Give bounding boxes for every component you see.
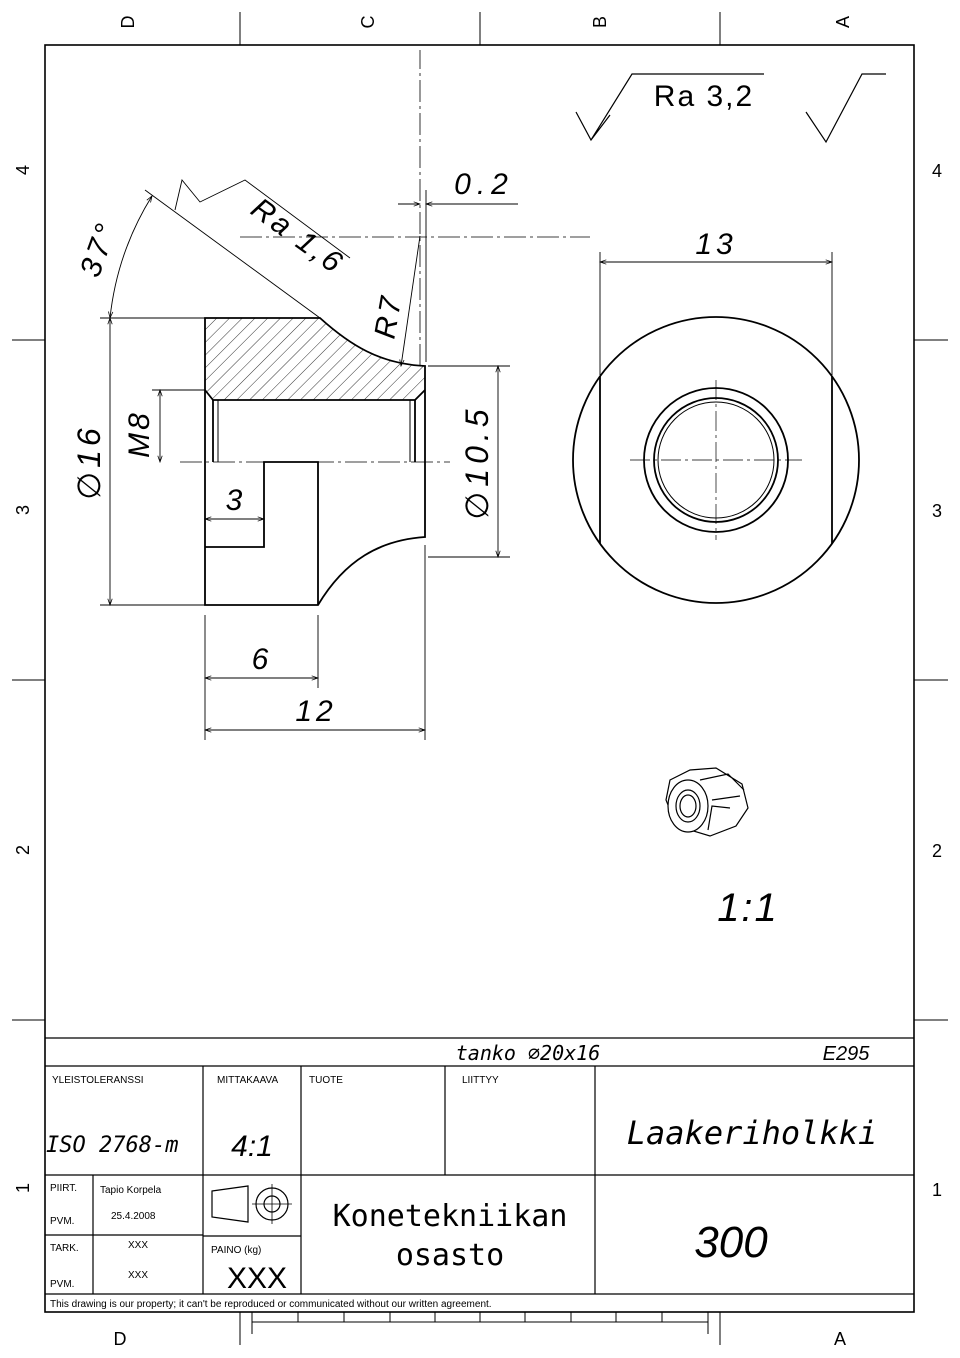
dimension-lines [100,179,518,740]
surface-symbol-ra [575,73,764,142]
projection-symbol [211,1184,292,1224]
date-1: 25.4.2008 [111,1211,156,1222]
zone-row-1-left: 1 [13,1183,33,1193]
dim-depth: 3 [226,484,243,517]
zone-col-d-bottom: D [114,1329,127,1349]
tolerance-value: ISO 2768-m [46,1133,178,1158]
dim-angle: 37° [74,216,125,281]
zone-col-d: D [118,16,138,29]
dim-radius: R7 [369,292,409,341]
material-grade: E295 [823,1043,871,1065]
ruler-ticks [297,1312,663,1322]
scale-value: 4:1 [231,1130,273,1163]
view-scale: 1:1 [717,886,779,930]
department-line1: Konetekniikan [333,1199,568,1234]
surface-symbol-check [805,73,886,144]
surface-finish-general [575,73,886,144]
zone-row-3-left: 3 [13,505,33,515]
dim-len-short: 6 [252,643,269,676]
label-scale: MITTAKAAVA [217,1075,278,1086]
department-line2: osasto [396,1238,504,1273]
dim-dia-neck: ∅10.5 [459,404,495,519]
dim-flatness: 0.2 [454,168,514,201]
isometric-view [665,767,749,837]
part-name: Laakeriholkki [627,1114,877,1152]
date-2: XXX [128,1270,148,1281]
label-date-1: PVM. [50,1216,74,1227]
zone-row-4-right: 4 [932,161,942,181]
zone-row-2-right: 2 [932,841,942,861]
section-view [180,50,590,606]
zone-markers: D C B A 4 3 2 1 4 3 2 1 D A [13,16,942,1350]
label-product: TUOTE [309,1075,343,1086]
zone-row-2-left: 2 [13,845,33,855]
slot-outline [205,461,319,605]
drawn-by: Tapio Korpela [100,1185,162,1196]
surface-finish-value: Ra 3,2 [654,80,754,113]
zone-row-4-left: 4 [13,165,33,175]
dimension-texts: 37° Ra 1,6 0.2 R7 ∅16 M8 3 ∅10.5 6 12 13 [71,168,736,728]
label-date-2: PVM. [50,1279,74,1290]
dim-ra-angled: Ra 1,6 [245,192,350,281]
label-tolerance: YLEISTOLERANSSI [52,1075,144,1086]
label-checked: TARK. [50,1243,79,1254]
label-drawn: PIIRT. [50,1183,77,1194]
part-outline [204,317,426,606]
dim-thread: M8 [123,410,156,458]
end-view [572,252,860,604]
title-block [45,1037,914,1295]
zone-col-a: A [833,16,853,28]
zone-col-a-bottom: A [834,1329,846,1349]
zone-col-c: C [358,16,378,29]
label-weight: PAINO (kg) [211,1245,261,1256]
zone-row-3-right: 3 [932,501,942,521]
property-notice: This drawing is our property; it can't b… [50,1299,492,1310]
zone-col-b: B [590,16,610,28]
section-hatch [205,318,425,400]
drawing-number: 300 [694,1218,768,1267]
weight-value: XXX [227,1262,287,1295]
material-header: tanko ∅20x16 [456,1041,601,1065]
dim-width-flats: 13 [695,228,736,261]
dim-len-total: 12 [295,695,336,728]
zone-row-1-right: 1 [932,1180,942,1200]
label-attachment: LIITTYY [462,1075,499,1086]
chamfer-line [204,389,426,401]
checked-by: XXX [128,1240,148,1251]
dim-dia-outer: ∅16 [71,424,107,499]
